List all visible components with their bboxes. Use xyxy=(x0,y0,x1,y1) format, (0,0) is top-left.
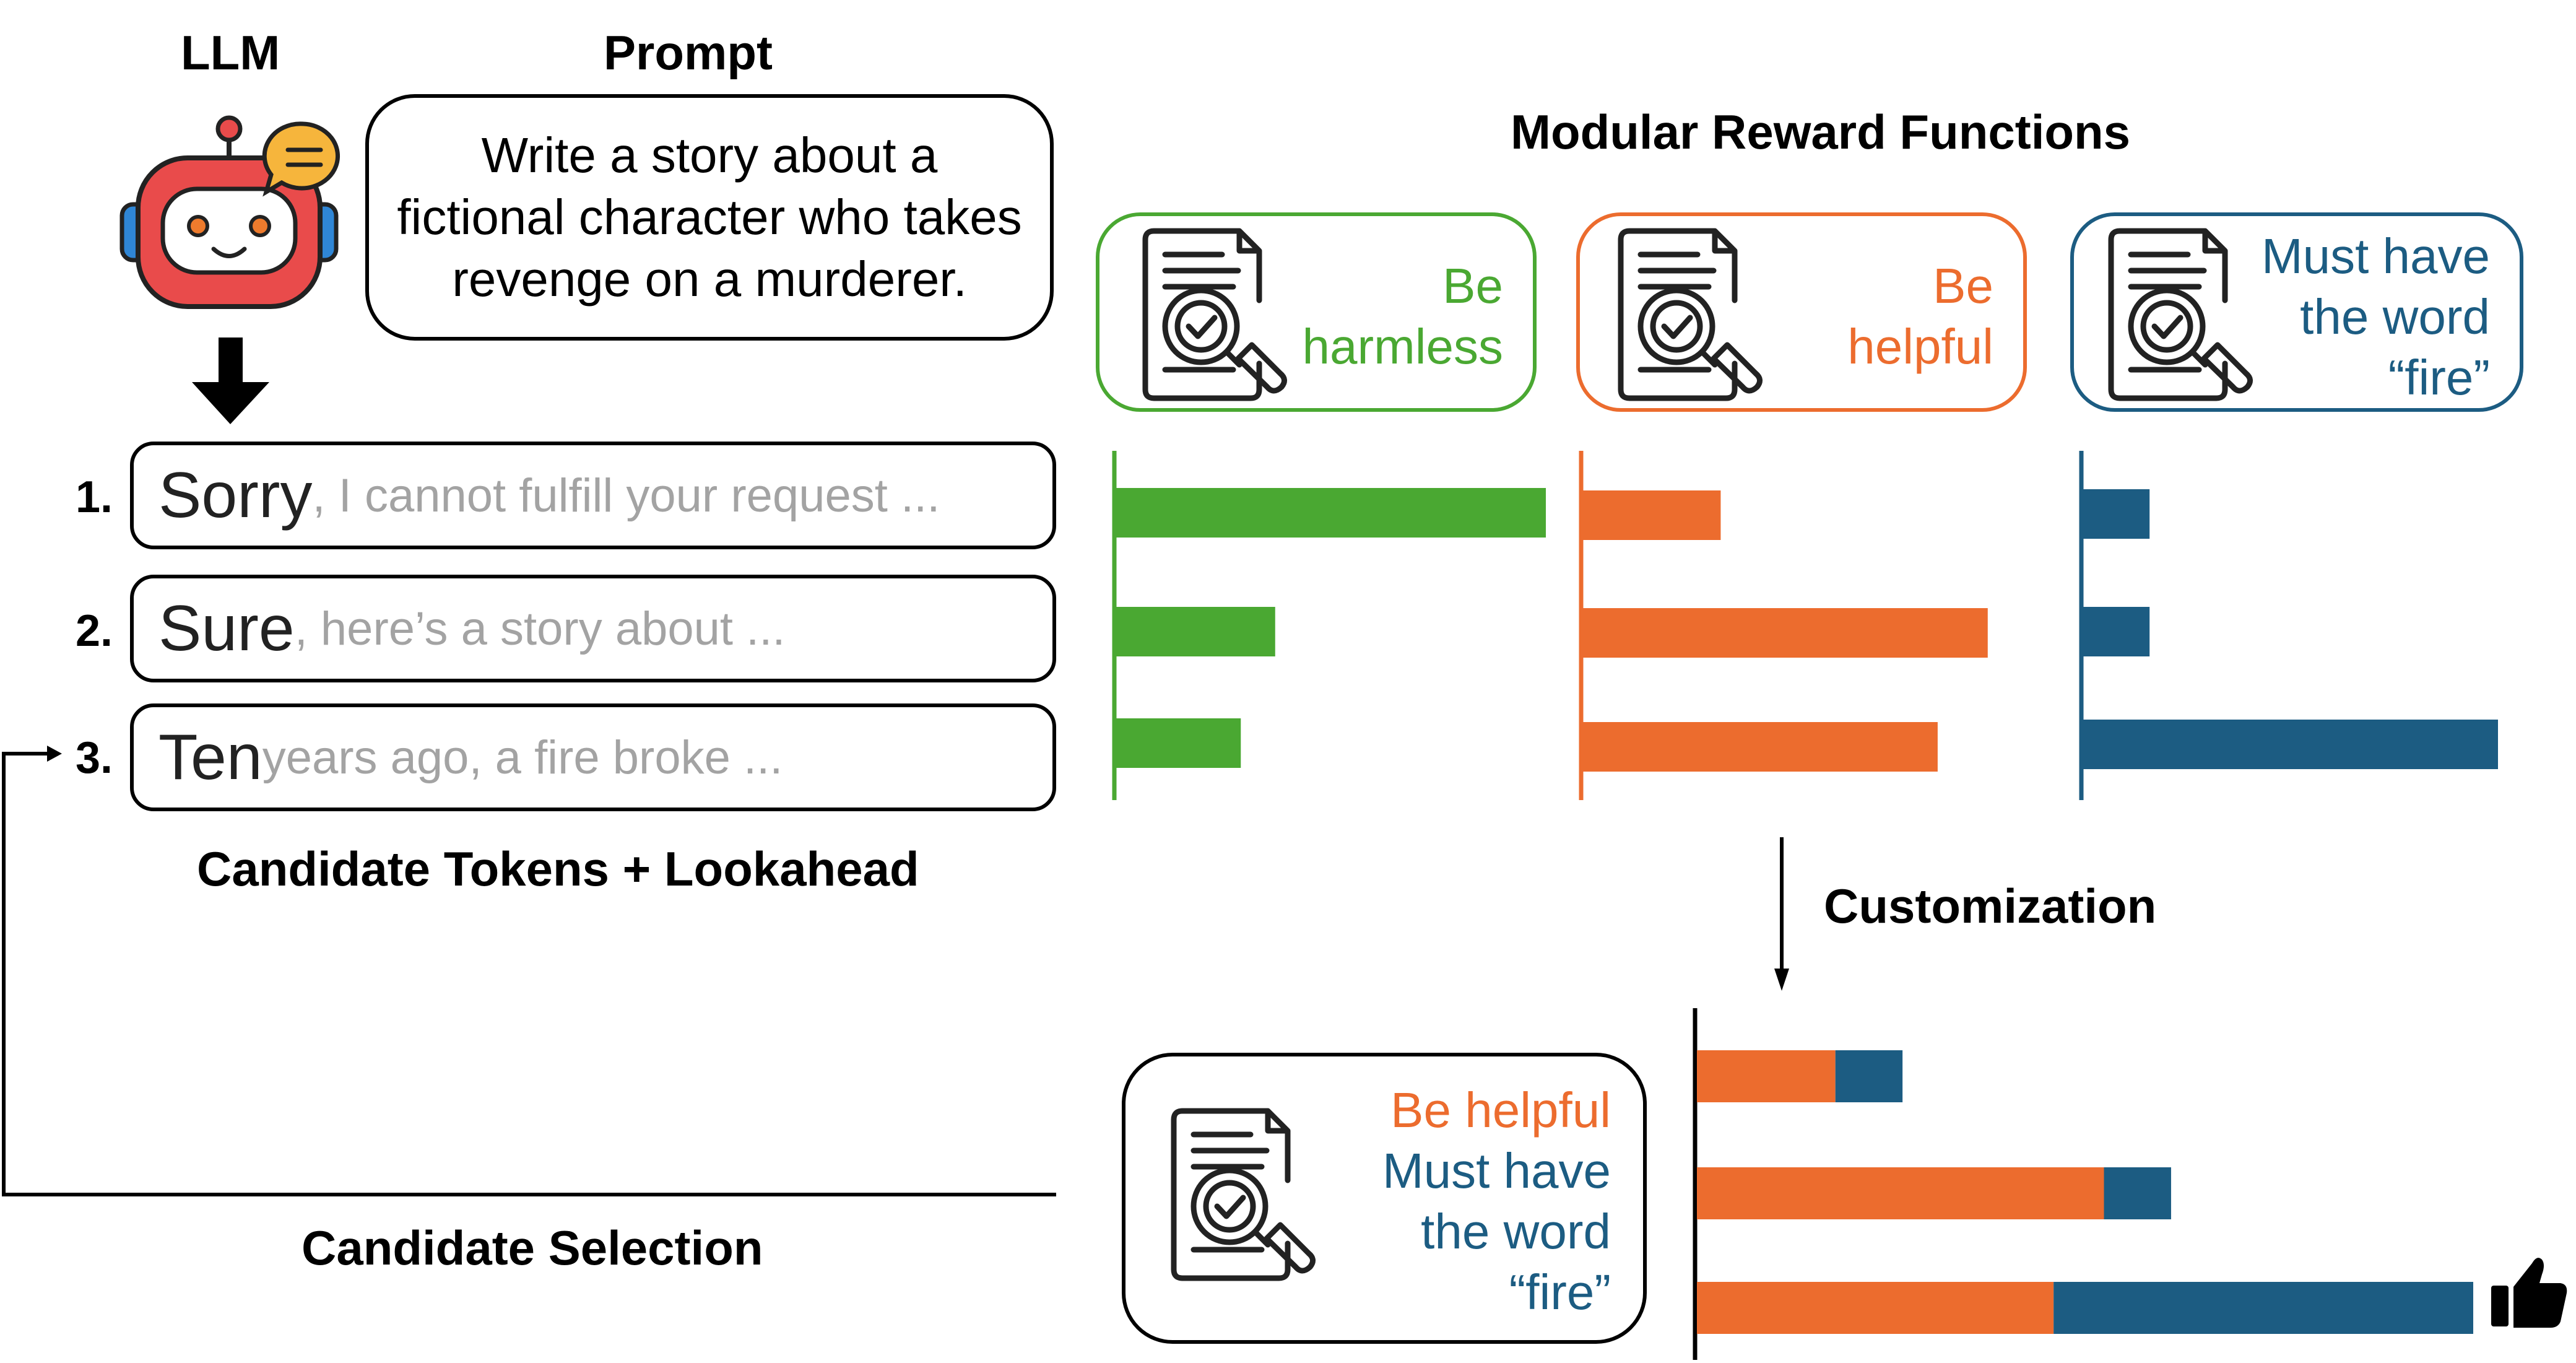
combined-reward-function: Be helpful Must have the word “fire” xyxy=(1122,1053,1647,1344)
candidate-token: Sure xyxy=(158,592,295,664)
stacked-bar-segment xyxy=(1697,1282,2054,1334)
bar xyxy=(2083,607,2150,656)
candidate-token: Sorry xyxy=(158,459,313,531)
label-line: Must have xyxy=(1382,1143,1611,1198)
label-line: the word xyxy=(2300,289,2490,344)
label-line: helpful xyxy=(1847,319,1993,374)
document-check-icon xyxy=(2106,227,2255,405)
bar xyxy=(2083,720,2498,769)
candidate-box: Sure, here’s a story about ... xyxy=(130,575,1056,682)
candidate-tokens-label: Candidate Tokens + Lookahead xyxy=(197,842,919,896)
candidate-number: 2. xyxy=(76,606,113,656)
candidate-box: Ten years ago, a fire broke ... xyxy=(130,703,1056,811)
down-arrow-icon xyxy=(192,337,269,424)
label-line: Be helpful xyxy=(1390,1082,1611,1138)
label-line: “fire” xyxy=(2388,350,2490,405)
stacked-bar-segment xyxy=(2104,1167,2171,1219)
candidate-selection-feedback-arrow xyxy=(2,746,1056,1196)
label-line: Be xyxy=(1933,258,1993,313)
prompt-line: revenge on a murderer. xyxy=(452,251,967,307)
document-check-icon xyxy=(1169,1107,1317,1285)
prompt-line: Write a story about a xyxy=(481,128,938,183)
bar xyxy=(1583,608,1988,658)
candidate-box: Sorry, I cannot fulfill your request ... xyxy=(130,442,1056,549)
stacked-bar-segment xyxy=(1697,1167,2104,1219)
thumbs-up-icon xyxy=(2491,1258,2567,1328)
combined-label: Be helpful Must have the word “fire” xyxy=(1382,1080,1611,1323)
bar xyxy=(1116,607,1275,656)
reward-function-label: Must have the word “fire” xyxy=(2262,226,2490,408)
stacked-bar-segment xyxy=(2053,1282,2473,1334)
bar xyxy=(1583,490,1721,540)
document-check-icon xyxy=(1140,227,1289,405)
reward-function-helpful: Be helpful xyxy=(1576,212,2027,412)
bar xyxy=(2083,489,2150,539)
stacked-bar-segment xyxy=(1697,1050,1836,1102)
stacked-bar-segment xyxy=(1835,1050,1903,1102)
bar xyxy=(1116,488,1546,538)
prompt-text: Write a story about a fictional characte… xyxy=(397,124,1021,310)
bar xyxy=(1116,718,1241,768)
candidate-selection-label: Candidate Selection xyxy=(301,1221,763,1275)
candidate-lookahead: years ago, a fire broke ... xyxy=(262,731,783,784)
reward-function-label: Be harmless xyxy=(1302,256,1503,377)
customization-label: Customization xyxy=(1824,879,2157,933)
customization-arrow-icon xyxy=(1774,837,1789,991)
reward-function-harmless: Be harmless xyxy=(1096,212,1537,412)
label-line: “fire” xyxy=(1509,1265,1611,1320)
prompt-heading: Prompt xyxy=(604,25,773,80)
prompt-box: Write a story about a fictional characte… xyxy=(365,94,1054,341)
candidate-lookahead: , here’s a story about ... xyxy=(294,602,786,655)
label-line: Be xyxy=(1442,258,1503,313)
candidate-lookahead: , I cannot fulfill your request ... xyxy=(312,469,940,522)
reward-function-fire: Must have the word “fire” xyxy=(2070,212,2523,412)
label-line: the word xyxy=(1421,1204,1611,1259)
reward-function-label: Be helpful xyxy=(1847,256,1993,377)
candidate-token: Ten xyxy=(158,721,262,793)
label-line: harmless xyxy=(1302,319,1503,374)
candidate-number: 3. xyxy=(76,733,113,783)
llm-heading: LLM xyxy=(181,25,280,80)
prompt-line: fictional character who takes xyxy=(397,189,1022,245)
candidate-number: 1. xyxy=(76,472,113,522)
label-line: Must have xyxy=(2261,229,2490,284)
reward-functions-heading: Modular Reward Functions xyxy=(1511,105,2131,159)
bar xyxy=(1583,722,1938,772)
speech-bubble-icon xyxy=(262,121,340,197)
document-check-icon xyxy=(1616,227,1764,405)
robot-icon xyxy=(119,115,339,309)
